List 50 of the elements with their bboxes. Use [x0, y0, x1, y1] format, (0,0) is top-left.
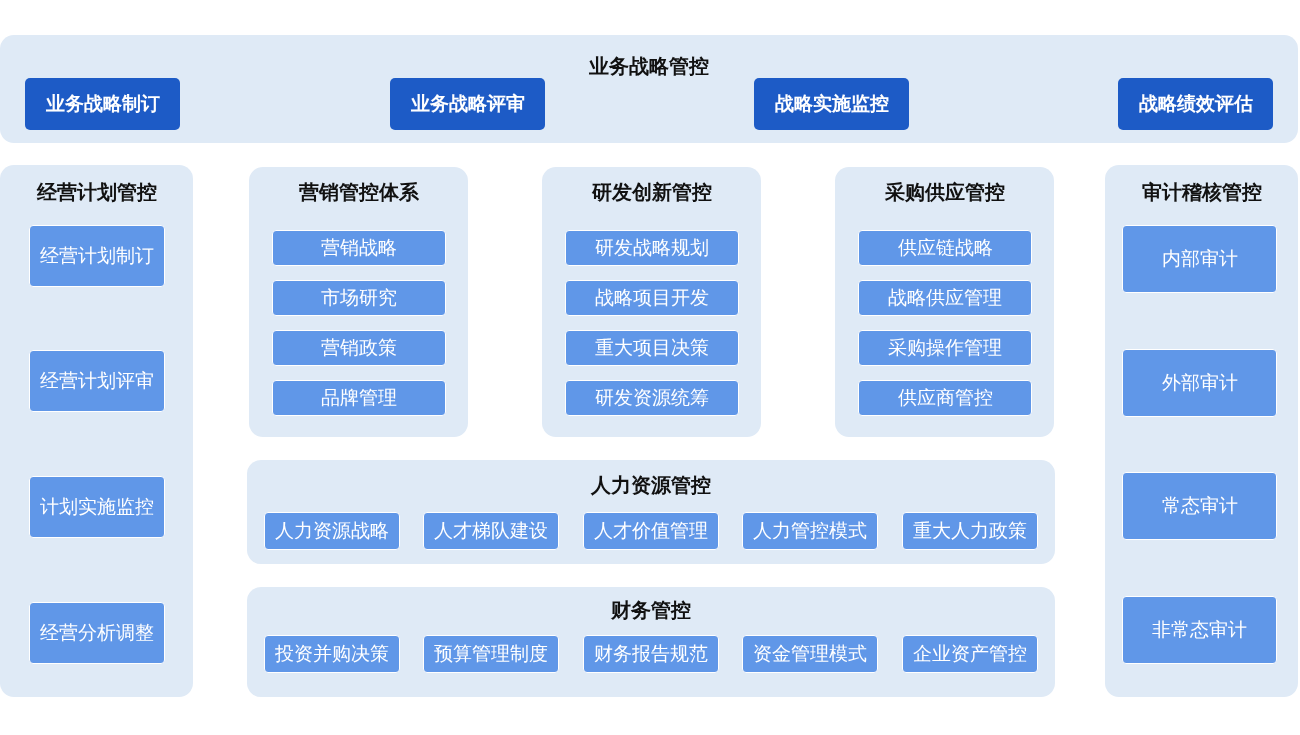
function-box: 业务战略制订	[25, 78, 180, 130]
function-box: 战略项目开发	[565, 280, 739, 316]
function-box: 常态审计	[1122, 472, 1277, 540]
function-box: 供应商管控	[858, 380, 1032, 416]
function-box: 人力管控模式	[742, 512, 878, 550]
group-panel	[0, 35, 1298, 143]
function-box: 财务报告规范	[583, 635, 719, 673]
function-box: 品牌管理	[272, 380, 446, 416]
group-title: 财务管控	[610, 597, 692, 624]
function-box: 人力资源战略	[264, 512, 400, 550]
group-title: 采购供应管控	[883, 179, 1006, 206]
function-box: 采购操作管理	[858, 330, 1032, 366]
group-panel	[835, 167, 1054, 437]
group-title: 人力资源管控	[590, 472, 712, 499]
function-box: 研发资源统筹	[565, 380, 739, 416]
group-panel	[249, 167, 468, 437]
function-box: 战略供应管理	[858, 280, 1032, 316]
function-box: 内部审计	[1122, 225, 1277, 293]
function-box: 经营计划评审	[29, 350, 165, 412]
function-box: 重大项目决策	[565, 330, 739, 366]
group-title: 营销管控体系	[297, 179, 420, 206]
function-box: 营销政策	[272, 330, 446, 366]
function-box: 预算管理制度	[423, 635, 559, 673]
function-box: 业务战略评审	[390, 78, 545, 130]
function-box: 人才梯队建设	[423, 512, 559, 550]
group-panel	[247, 587, 1055, 697]
group-title: 研发创新管控	[590, 179, 713, 206]
group-title: 业务战略管控	[588, 53, 710, 80]
function-box: 资金管理模式	[742, 635, 878, 673]
function-box: 经营分析调整	[29, 602, 165, 664]
group-panel	[247, 460, 1055, 564]
function-box: 外部审计	[1122, 349, 1277, 417]
function-box: 企业资产管控	[902, 635, 1038, 673]
function-box: 营销战略	[272, 230, 446, 266]
function-box: 市场研究	[272, 280, 446, 316]
group-title: 审计稽核管控	[1140, 179, 1263, 206]
group-panel	[1105, 165, 1298, 697]
function-box: 计划实施监控	[29, 476, 165, 538]
group-title: 经营计划管控	[35, 179, 158, 206]
function-box: 重大人力政策	[902, 512, 1038, 550]
function-box: 供应链战略	[858, 230, 1032, 266]
function-box: 研发战略规划	[565, 230, 739, 266]
function-box: 经营计划制订	[29, 225, 165, 287]
function-box: 投资并购决策	[264, 635, 400, 673]
function-box: 战略绩效评估	[1118, 78, 1273, 130]
function-box: 战略实施监控	[754, 78, 909, 130]
function-box: 人才价值管理	[583, 512, 719, 550]
group-panel	[542, 167, 761, 437]
group-panel	[0, 165, 193, 697]
function-box: 非常态审计	[1122, 596, 1277, 664]
